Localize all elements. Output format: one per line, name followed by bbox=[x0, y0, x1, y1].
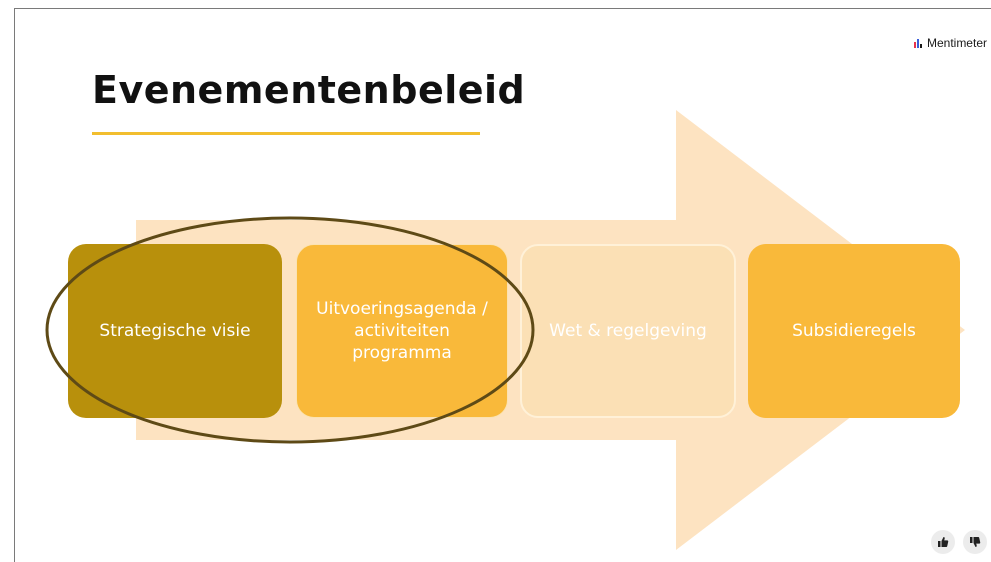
slide-frame bbox=[14, 8, 991, 562]
step-label: Strategische visie bbox=[99, 321, 251, 341]
step-subsidieregels: Subsidieregels bbox=[748, 244, 960, 418]
thumbs-down-icon bbox=[970, 537, 981, 547]
step-strategische-visie: Strategische visie bbox=[68, 244, 282, 418]
brand-name: Mentimeter bbox=[926, 36, 987, 50]
thumbs-up-button[interactable] bbox=[931, 530, 955, 554]
mentimeter-logo-icon bbox=[913, 38, 924, 48]
step-uitvoeringsagenda: Uitvoeringsagenda / activiteiten program… bbox=[296, 244, 508, 418]
step-wet-regelgeving: Wet & regelgeving bbox=[520, 244, 736, 418]
step-label: Uitvoeringsagenda / activiteiten program… bbox=[316, 299, 488, 363]
slide-title: Evenementenbeleid bbox=[92, 68, 526, 112]
title-underline bbox=[92, 132, 480, 135]
thumbs-up-icon bbox=[938, 537, 949, 547]
thumbs-down-button[interactable] bbox=[963, 530, 987, 554]
mentimeter-logo: Mentimeter bbox=[913, 36, 987, 50]
step-label: Subsidieregels bbox=[792, 321, 916, 341]
step-label: Wet & regelgeving bbox=[549, 321, 707, 341]
